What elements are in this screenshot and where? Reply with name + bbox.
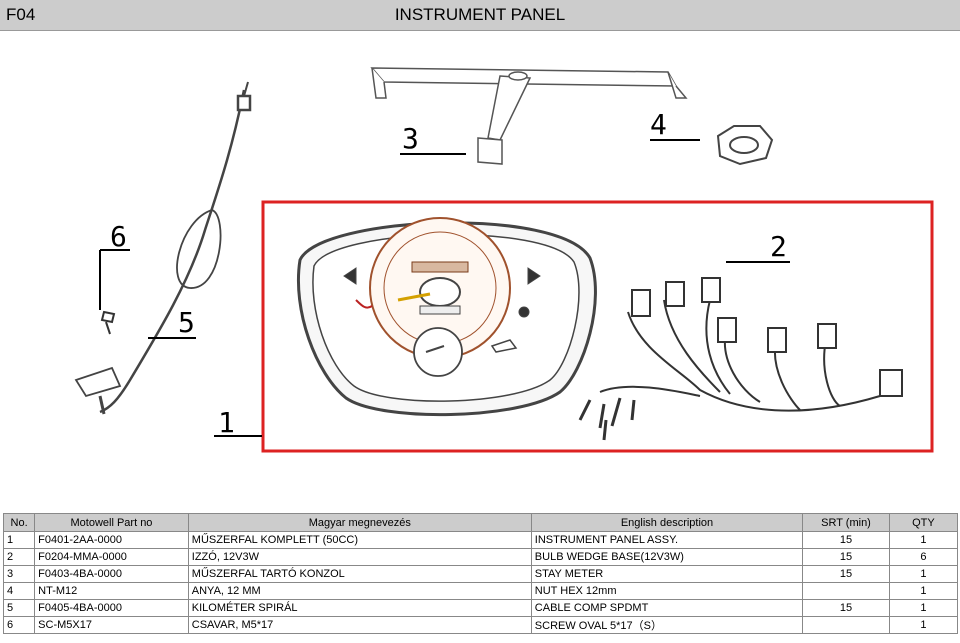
callout-6: 6 <box>110 220 127 253</box>
table-row: 4 NT-M12 ANYA, 12 MM NUT HEX 12mm 1 <box>2 582 959 600</box>
cell-qty: 1 <box>888 565 959 583</box>
parts-table: No. Motowell Part no Magyar megnevezés E… <box>2 513 959 634</box>
cell-no: 4 <box>2 582 36 600</box>
cell-english: SCREW OVAL 5*17（S） <box>530 616 804 634</box>
col-header-qty: QTY <box>888 513 959 532</box>
stay-meter-drawing <box>370 67 688 165</box>
callout-5: 5 <box>178 306 195 339</box>
col-header-english: English description <box>530 513 804 532</box>
cell-english: NUT HEX 12mm <box>530 582 804 600</box>
cell-srt: 15 <box>802 548 890 566</box>
cell-english: INSTRUMENT PANEL ASSY. <box>530 531 804 549</box>
col-header-part-no: Motowell Part no <box>34 513 189 532</box>
cell-qty: 6 <box>888 548 959 566</box>
speedometer-cable-drawing <box>74 81 252 415</box>
highlight-box <box>261 200 934 453</box>
cell-hungarian: MŰSZERFAL KOMPLETT (50CC) <box>187 531 532 549</box>
cell-part-no: F0401-2AA-0000 <box>34 531 189 549</box>
cell-qty: 1 <box>888 599 959 617</box>
table-row: 1 F0401-2AA-0000 MŰSZERFAL KOMPLETT (50C… <box>2 531 959 549</box>
page-title: INSTRUMENT PANEL <box>394 5 566 24</box>
cell-part-no: NT-M12 <box>34 582 189 600</box>
cell-qty: 1 <box>888 616 959 634</box>
cell-srt <box>802 582 890 600</box>
cell-hungarian: KILOMÉTER SPIRÁL <box>187 599 532 617</box>
cell-srt: 15 <box>802 531 890 549</box>
screw-drawing <box>100 310 116 335</box>
cell-srt <box>802 616 890 634</box>
table-row: 3 F0403-4BA-0000 MŰSZERFAL TARTÓ KONZOL … <box>2 565 959 583</box>
cell-srt: 15 <box>802 565 890 583</box>
leader-lines <box>99 139 790 437</box>
cell-no: 5 <box>2 599 36 617</box>
cell-srt: 15 <box>802 599 890 617</box>
wiring-harness-drawing <box>578 277 903 441</box>
instrument-panel-drawing <box>296 217 597 417</box>
callout-1: 1 <box>218 406 235 439</box>
cell-hungarian: MŰSZERFAL TARTÓ KONZOL <box>187 565 532 583</box>
table-header-row: No. Motowell Part no Magyar megnevezés E… <box>2 513 959 532</box>
col-header-hungarian: Magyar megnevezés <box>187 513 532 532</box>
cell-no: 2 <box>2 548 36 566</box>
cell-hungarian: CSAVAR, M5*17 <box>187 616 532 634</box>
cell-no: 6 <box>2 616 36 634</box>
cell-no: 3 <box>2 565 36 583</box>
table-row: 5 F0405-4BA-0000 KILOMÉTER SPIRÁL CABLE … <box>2 599 959 617</box>
section-code: F04 <box>6 5 36 24</box>
cell-english: CABLE COMP SPDMT <box>530 599 804 617</box>
callout-4: 4 <box>650 108 667 141</box>
cell-qty: 1 <box>888 582 959 600</box>
cell-no: 1 <box>2 531 36 549</box>
cell-english: BULB WEDGE BASE(12V3W) <box>530 548 804 566</box>
hex-nut-drawing <box>716 125 774 166</box>
cell-part-no: F0204-MMA-0000 <box>34 548 189 566</box>
cell-hungarian: ANYA, 12 MM <box>187 582 532 600</box>
cell-part-no: F0403-4BA-0000 <box>34 565 189 583</box>
cell-english: STAY METER <box>530 565 804 583</box>
cell-part-no: SC-M5X17 <box>34 616 189 634</box>
exploded-parts-diagram: 1 2 3 4 5 6 <box>74 67 934 453</box>
table-row: 2 F0204-MMA-0000 IZZÓ, 12V3W BULB WEDGE … <box>2 548 959 566</box>
callout-2: 2 <box>770 230 787 263</box>
cell-hungarian: IZZÓ, 12V3W <box>187 548 532 566</box>
cell-part-no: F0405-4BA-0000 <box>34 599 189 617</box>
callout-3: 3 <box>402 122 419 155</box>
col-header-no: No. <box>2 513 36 532</box>
table-row: 6 SC-M5X17 CSAVAR, M5*17 SCREW OVAL 5*17… <box>2 616 959 634</box>
col-header-srt: SRT (min) <box>802 513 890 532</box>
cell-qty: 1 <box>888 531 959 549</box>
page-header: F04 INSTRUMENT PANEL <box>0 0 960 31</box>
